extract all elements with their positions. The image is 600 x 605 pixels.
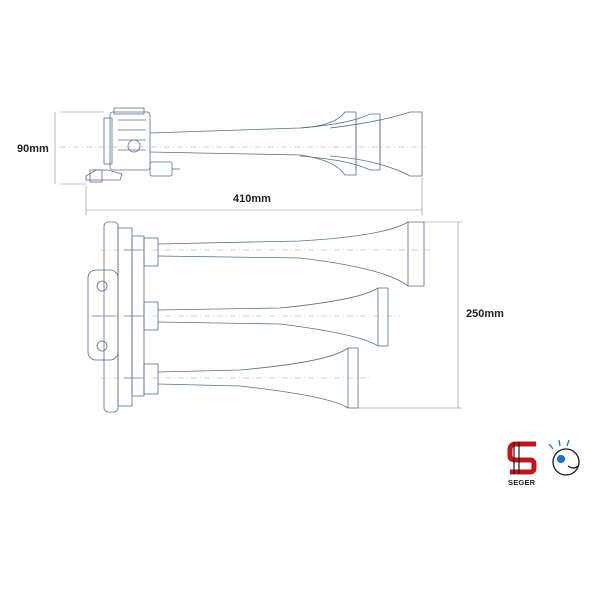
top-view [87,221,425,413]
dimension-length-label: 410mm [233,193,271,205]
dimension-width-label: 250mm [466,308,504,320]
loud-horn-face-icon [548,439,580,476]
brand-name: SEGER [508,478,536,487]
seger-s-logo-icon [507,440,540,476]
dimension-length [85,178,423,215]
dimension-height [54,111,104,185]
dimension-width [358,221,462,409]
dimension-height-label: 90mm [17,143,49,155]
side-view [85,107,423,183]
